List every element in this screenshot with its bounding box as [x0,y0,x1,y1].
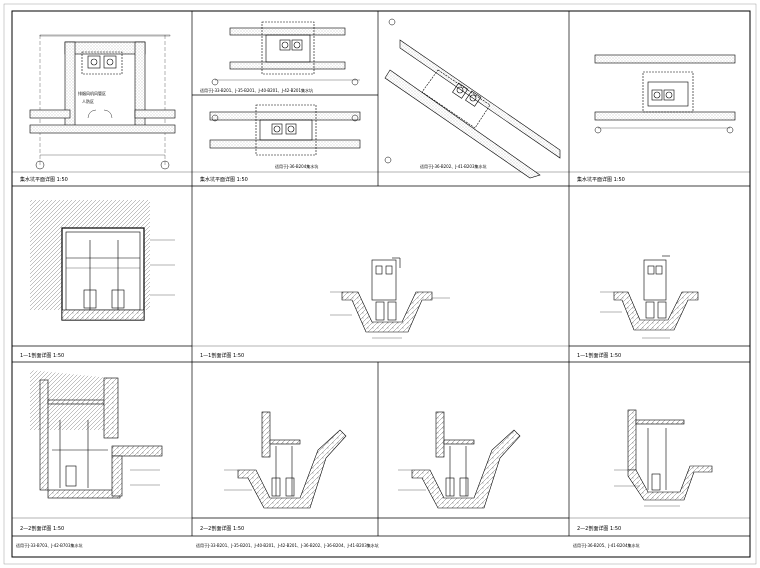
footer-note-2: 适用于J-33-B201、J-35-B201、J-40-B201、J-42-B2… [196,542,379,548]
plan-2a-note: 适用于J-33-B201、J-35-B201、J-40-B201、J-42-B2… [200,87,313,93]
plan-1-title: 集水坑平面详图 1:50 [20,176,68,183]
footer-note-3: 适用于J-36-B205、J-41-B204集水坑 [573,542,640,548]
section-5a-drawing [224,411,347,509]
plan-3-note: 适用于J-36-B202、J-41-B203集水坑 [420,163,487,169]
panel-grid [12,11,750,537]
plan-4-drawing [594,54,736,134]
section-1-title: 1—1剖面详图 1:50 [20,352,64,359]
plan-2b-drawing [209,104,361,156]
section-6-drawing [614,409,713,507]
section-4-title: 2—2剖面详图 1:50 [20,525,64,532]
section-3-title: 1—1剖面详图 1:50 [577,352,621,359]
plan-2b-note: 适用于J-36-B204集水坑 [275,163,318,169]
plan-1-room-label: 排烟风机风管区 [78,90,106,96]
section-3-drawing [600,255,699,339]
footer-note-1: 适用于J-33-B703、J-42-B703集水坑 [16,542,83,548]
section-2-title: 1—1剖面详图 1:50 [200,352,244,359]
section-1-drawing [30,200,175,321]
section-6-title: 2—2剖面详图 1:50 [577,525,621,532]
section-5b-drawing [398,411,521,509]
plan-2-title: 集水坑平面详图 1:50 [200,176,248,183]
sheet-border-outer [3,3,757,565]
plan-1-room-label-2: 人防区 [82,98,94,104]
sheet-border [11,10,751,558]
plan-1-drawing [29,34,176,170]
plan-2a-drawing [211,21,360,86]
section-2-drawing [330,257,450,339]
plan-4-title: 集水坑平面详图 1:50 [577,176,625,183]
section-4-drawing [30,370,163,499]
section-5-title: 2—2剖面详图 1:50 [200,525,244,532]
plan-3-drawing [384,18,561,179]
